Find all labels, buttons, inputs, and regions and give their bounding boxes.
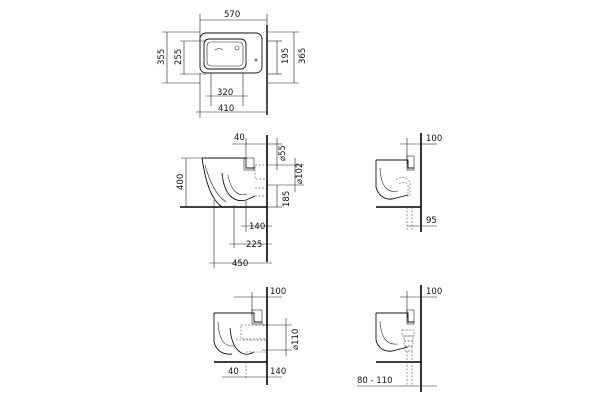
dim-320: 320 (217, 88, 233, 98)
top-view: 570 355 255 195 365 320 (157, 10, 308, 118)
dim-400: 400 (176, 174, 186, 190)
dim-140: 140 (249, 222, 265, 232)
dim-570: 570 (224, 10, 240, 20)
dim-40-top: 40 (234, 133, 245, 143)
dim-255: 255 (174, 49, 184, 65)
dim-40-bottom: 40 (228, 367, 239, 377)
dim-225: 225 (246, 240, 262, 250)
dim-140-bottom: 140 (270, 367, 286, 377)
dim-80-110: 80 - 110 (357, 376, 393, 386)
dim-195: 195 (281, 48, 291, 64)
bottom-left-view: 100 ⌀110 40 140 (213, 287, 301, 385)
dim-dia110: ⌀110 (291, 329, 301, 350)
dim-dia55: ⌀55 (278, 145, 288, 161)
dim-100-a: 100 (426, 134, 442, 144)
dim-dia102: ⌀102 (295, 163, 305, 184)
side-view-right: 100 95 (375, 133, 442, 232)
dim-410: 410 (218, 104, 234, 114)
dim-355: 355 (157, 49, 167, 65)
dim-100-b: 100 (270, 287, 286, 297)
dim-100-c: 100 (426, 287, 442, 297)
dim-95: 95 (426, 216, 437, 226)
dim-450: 450 (232, 259, 248, 269)
side-view: 40 400 ⌀55 ⌀102 185 140 225 (176, 133, 305, 269)
dim-365: 365 (298, 48, 308, 64)
bottom-right-view: 100 80 - 110 (357, 285, 442, 392)
dim-185: 185 (282, 191, 292, 207)
